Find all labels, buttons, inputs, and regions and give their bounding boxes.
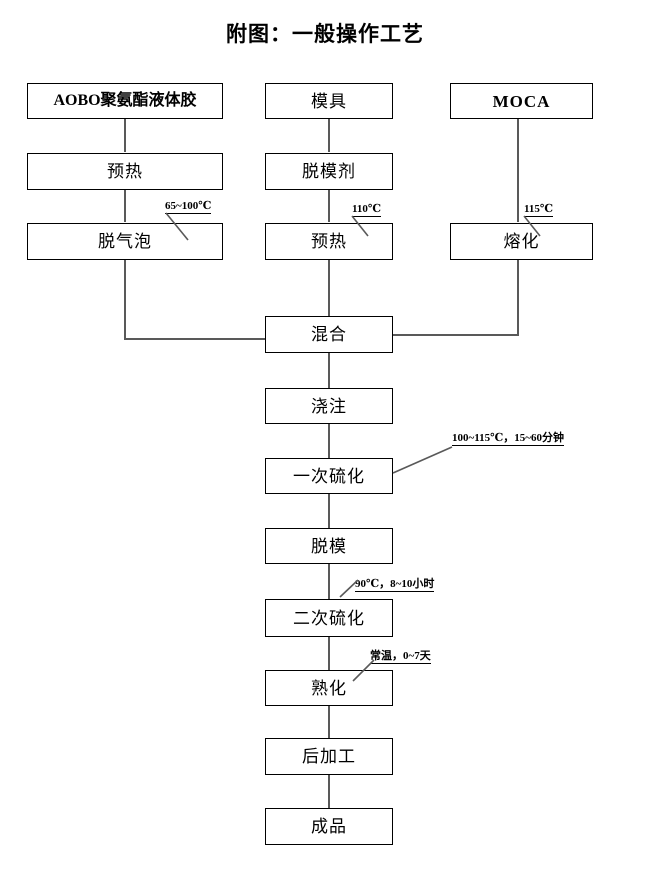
node-preheat-mold[interactable]: 预热 xyxy=(265,223,393,260)
annotation-degas-temp: 65~100℃ xyxy=(165,200,212,215)
node-moca[interactable]: MOCA xyxy=(450,83,593,119)
annotation-first-cure-condition: 100~115℃，15~60分钟 xyxy=(452,432,565,447)
node-melt[interactable]: 熔化 xyxy=(450,223,593,260)
node-degas[interactable]: 脱气泡 xyxy=(27,223,223,260)
node-first-cure-label: 一次硫化 xyxy=(293,466,365,486)
node-preheat-resin[interactable]: 预热 xyxy=(27,153,223,190)
node-product[interactable]: 成品 xyxy=(265,808,393,845)
node-postprocess-label: 后加工 xyxy=(302,747,356,766)
node-preheat-mold-label: 预热 xyxy=(311,232,347,251)
node-mold-label: 模具 xyxy=(311,91,347,111)
annotation-second-cure-condition: 90℃，8~10小时 xyxy=(355,578,435,593)
node-mix[interactable]: 混合 xyxy=(265,316,393,353)
node-second-cure-label: 二次硫化 xyxy=(293,608,365,628)
node-aobo-label: AOBO聚氨酯液体胶 xyxy=(53,92,197,109)
node-degas-label: 脱气泡 xyxy=(98,232,152,251)
node-pour[interactable]: 浇注 xyxy=(265,388,393,424)
leader-cure1 xyxy=(392,446,453,474)
node-melt-label: 熔化 xyxy=(503,232,540,251)
edge-melt-mix xyxy=(393,260,520,337)
node-product-label: 成品 xyxy=(311,817,347,836)
node-demold-label: 脱模 xyxy=(311,536,347,556)
node-moca-label: MOCA xyxy=(492,91,551,111)
node-mature[interactable]: 熟化 xyxy=(265,670,393,706)
node-first-cure[interactable]: 一次硫化 xyxy=(265,458,393,494)
node-mature-label: 熟化 xyxy=(311,678,347,698)
edge-degas-mix xyxy=(123,260,265,341)
node-aobo[interactable]: AOBO聚氨酯液体胶 xyxy=(27,83,223,119)
node-release-agent[interactable]: 脱模剂 xyxy=(265,153,393,190)
annotation-mature-condition: 常温，0~7天 xyxy=(370,650,431,665)
node-mix-label: 混合 xyxy=(311,325,347,344)
node-postprocess[interactable]: 后加工 xyxy=(265,738,393,775)
annotation-melt-temp: 115℃ xyxy=(524,203,554,218)
page-title: 附图：一般操作工艺 xyxy=(226,22,424,46)
node-preheat-resin-label: 预热 xyxy=(107,162,143,181)
annotation-preheat-mold-temp: 110℃ xyxy=(352,203,382,218)
node-release-agent-label: 脱模剂 xyxy=(302,162,356,181)
node-second-cure[interactable]: 二次硫化 xyxy=(265,599,393,637)
node-mold[interactable]: 模具 xyxy=(265,83,393,119)
node-pour-label: 浇注 xyxy=(311,396,347,416)
node-demold[interactable]: 脱模 xyxy=(265,528,393,564)
